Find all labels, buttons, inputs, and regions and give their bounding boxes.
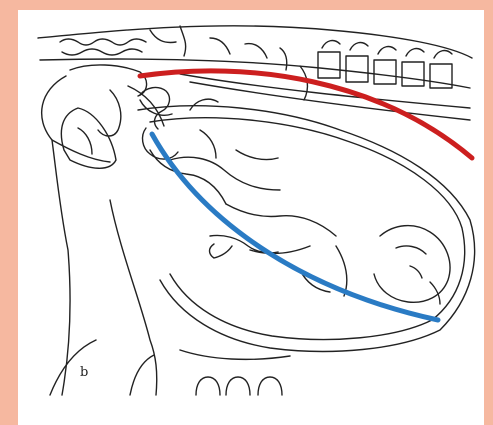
body-outline <box>42 76 157 395</box>
fetus-outline <box>140 88 450 304</box>
figure-corner-label: b <box>80 365 88 380</box>
